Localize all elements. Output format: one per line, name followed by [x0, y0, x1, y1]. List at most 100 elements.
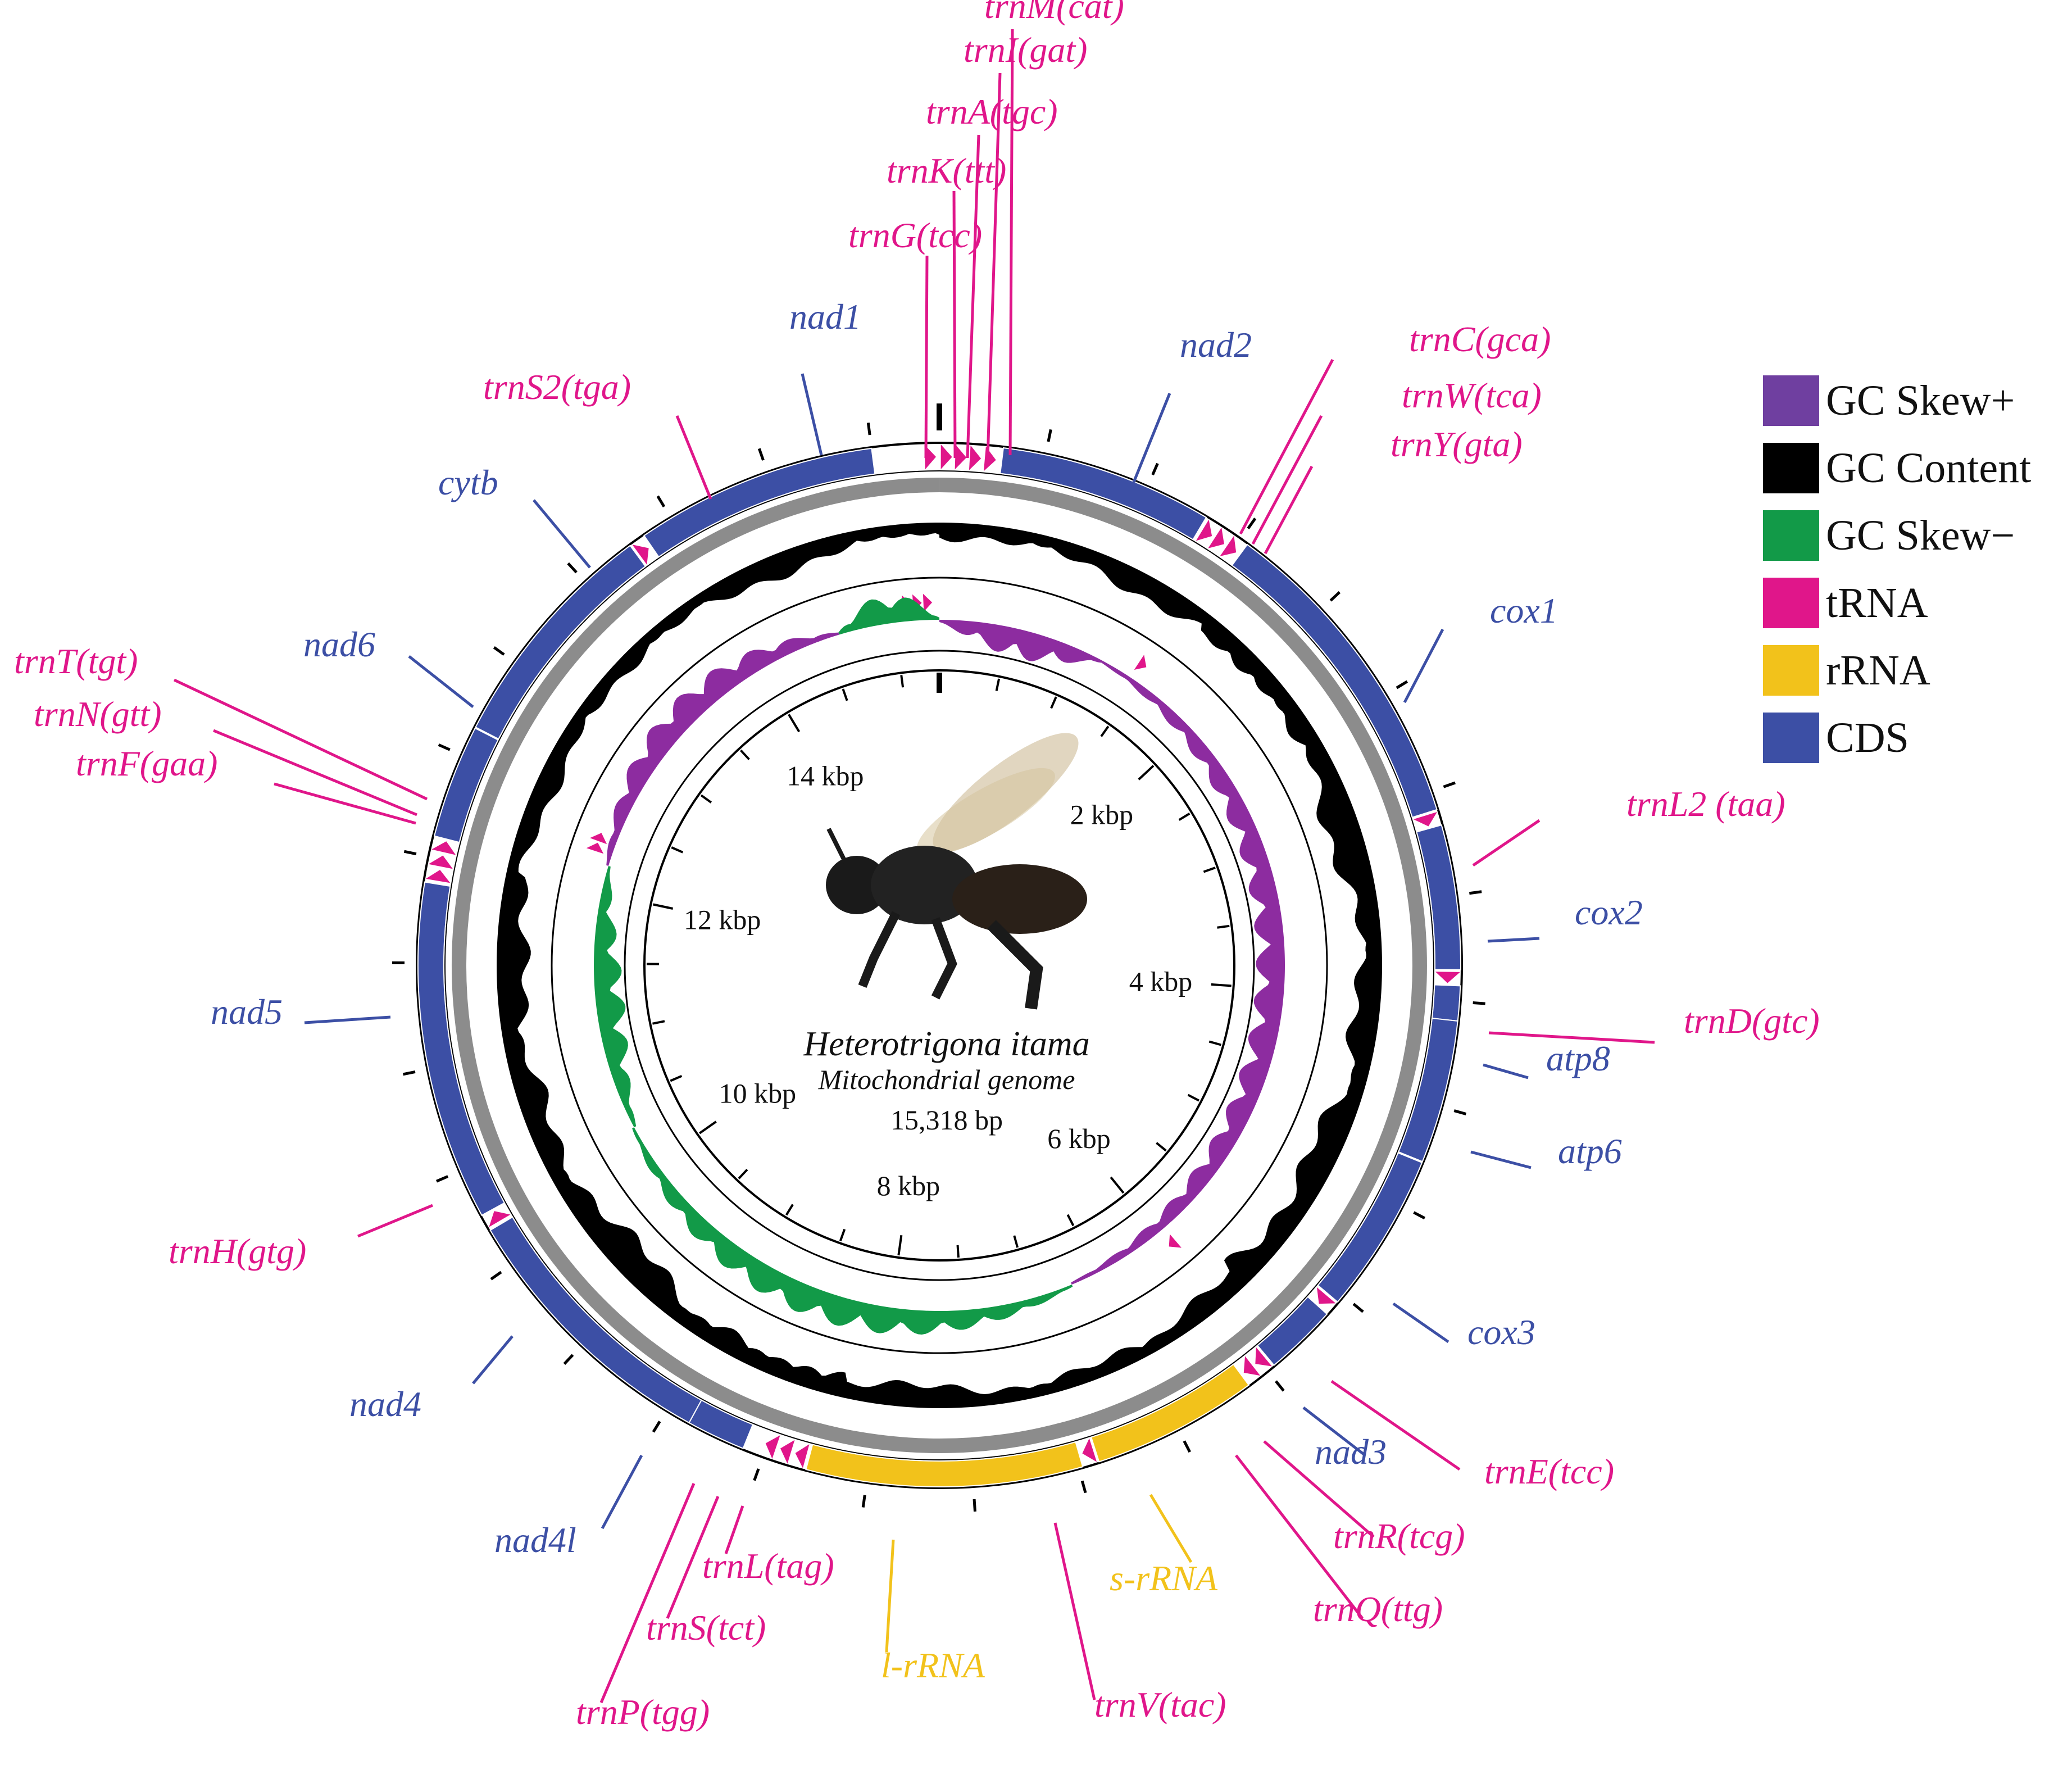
- gene-label: trnI(gat): [964, 30, 1087, 70]
- scale-tick: [1100, 725, 1110, 737]
- gc-skew-plus-c: [606, 632, 839, 866]
- leader-line: [1053, 1522, 1096, 1700]
- outer-tick: [973, 1499, 976, 1512]
- gene-label: trnN(gtt): [34, 694, 162, 734]
- gene-label: cytb: [438, 462, 498, 502]
- trna-arrow-28: [489, 1211, 511, 1227]
- legend-label: GC Skew−: [1826, 512, 2015, 559]
- gene-label: trnA(tgc): [926, 92, 1058, 131]
- gc-baseline-ring: [551, 577, 1328, 1354]
- scale-tick: [1110, 1176, 1125, 1194]
- gene-label: nad3: [1315, 1432, 1387, 1472]
- trna-arrow-4: [924, 444, 936, 470]
- leader-line: [1487, 937, 1540, 943]
- bee-thorax: [871, 846, 978, 924]
- outer-tick: [1247, 518, 1257, 530]
- outer-tick: [490, 1271, 502, 1281]
- gene-label: nad4l: [494, 1520, 576, 1560]
- outer-tick: [402, 1070, 416, 1076]
- cds-block-5: [999, 447, 1207, 541]
- legend-label: GC Content: [1826, 444, 2031, 492]
- gene-label: trnR(tcg): [1333, 1516, 1465, 1556]
- leader-line: [924, 255, 929, 459]
- leader-line: [675, 415, 712, 500]
- scale-label: 6 kbp: [1047, 1123, 1111, 1154]
- cds-block-14: [1397, 1017, 1458, 1163]
- outer-tick: [438, 743, 451, 751]
- trna-arrow-23: [795, 1444, 810, 1468]
- trna-arrow-2: [969, 445, 982, 470]
- outer-tick: [493, 646, 505, 656]
- bee-leg-1: [858, 911, 901, 988]
- cds-block-13: [1431, 984, 1461, 1022]
- gene-label: trnV(tac): [1094, 1685, 1226, 1725]
- gene-label: nad4: [349, 1384, 421, 1424]
- trna-arrow-21: [1082, 1438, 1097, 1462]
- legend-swatch: [1763, 713, 1819, 763]
- outer-tick: [656, 495, 666, 508]
- scale-tick: [842, 688, 848, 701]
- leader-line: [986, 72, 1002, 459]
- scale-label: 4 kbp: [1129, 966, 1193, 997]
- trna-arrow-12: [1435, 972, 1460, 983]
- gene-label: atp6: [1558, 1131, 1622, 1171]
- gc-skew-minus-a: [838, 597, 939, 635]
- scale-label: 14 kbp: [787, 760, 864, 791]
- scale-tick: [652, 1020, 665, 1025]
- genome-size: 15,318 bp: [890, 1104, 1003, 1136]
- scale-tick: [1203, 866, 1216, 873]
- gene-label: nad2: [1180, 325, 1252, 365]
- scale-tick: [1156, 1142, 1167, 1152]
- trna-arrow-7: [1208, 527, 1224, 548]
- gene-label: nad6: [303, 624, 375, 664]
- cds-block-34: [475, 545, 647, 740]
- gene-label: cox2: [1575, 892, 1643, 932]
- scale-label: 2 kbp: [1070, 799, 1134, 831]
- scale-ring: [643, 669, 1235, 1262]
- cds-block-9: [1231, 543, 1438, 818]
- scale-tick: [897, 1235, 903, 1256]
- outer-tick: [1275, 1380, 1285, 1392]
- outer-tick: [563, 1354, 574, 1365]
- outer-tick: [1396, 680, 1408, 689]
- leader-line: [274, 782, 416, 825]
- leader-line: [966, 134, 980, 459]
- legend-label: GC Skew+: [1826, 377, 2015, 424]
- bee-antenna: [826, 828, 848, 864]
- gene-label: nad1: [789, 297, 861, 337]
- bee-leg-2: [931, 917, 957, 1000]
- outer-tick: [861, 1495, 866, 1508]
- leader-line: [533, 499, 591, 569]
- gc-skew-plus-a: [939, 620, 1103, 663]
- gene-label: cox3: [1467, 1312, 1535, 1352]
- trna-arrow-24: [780, 1440, 795, 1464]
- gene-label: trnQ(ttg): [1313, 1589, 1443, 1629]
- outer-tick: [1151, 462, 1159, 475]
- outer-tick: [1329, 591, 1341, 602]
- gene-label: trnF(gaa): [76, 743, 217, 783]
- inner-trna-mark-2: [923, 593, 933, 612]
- leader-line: [801, 373, 823, 456]
- scale-label: 12 kbp: [684, 904, 761, 936]
- gene-label: s-rRNA: [1110, 1558, 1218, 1598]
- gc-skew-minus-b: [632, 1127, 1073, 1335]
- scale-tick: [740, 749, 750, 760]
- leader-line: [952, 190, 957, 459]
- scale-tick: [900, 675, 905, 688]
- cds-block-29: [417, 881, 506, 1217]
- scale-tick: [839, 1228, 846, 1241]
- gene-features: [417, 444, 1461, 1487]
- rrna-block-22: [805, 1441, 1084, 1487]
- gene-label: trnL2 (taa): [1626, 784, 1785, 824]
- leader-line: [724, 1505, 744, 1554]
- leader-line: [304, 1015, 391, 1024]
- leader-line: [885, 1539, 895, 1653]
- legend-swatch: [1763, 578, 1819, 628]
- scale-tick: [788, 714, 801, 733]
- leader-line: [408, 655, 474, 708]
- scale-tick: [785, 1204, 794, 1216]
- inner-feature-ring: [444, 470, 1434, 1460]
- leader-line: [1483, 1063, 1529, 1079]
